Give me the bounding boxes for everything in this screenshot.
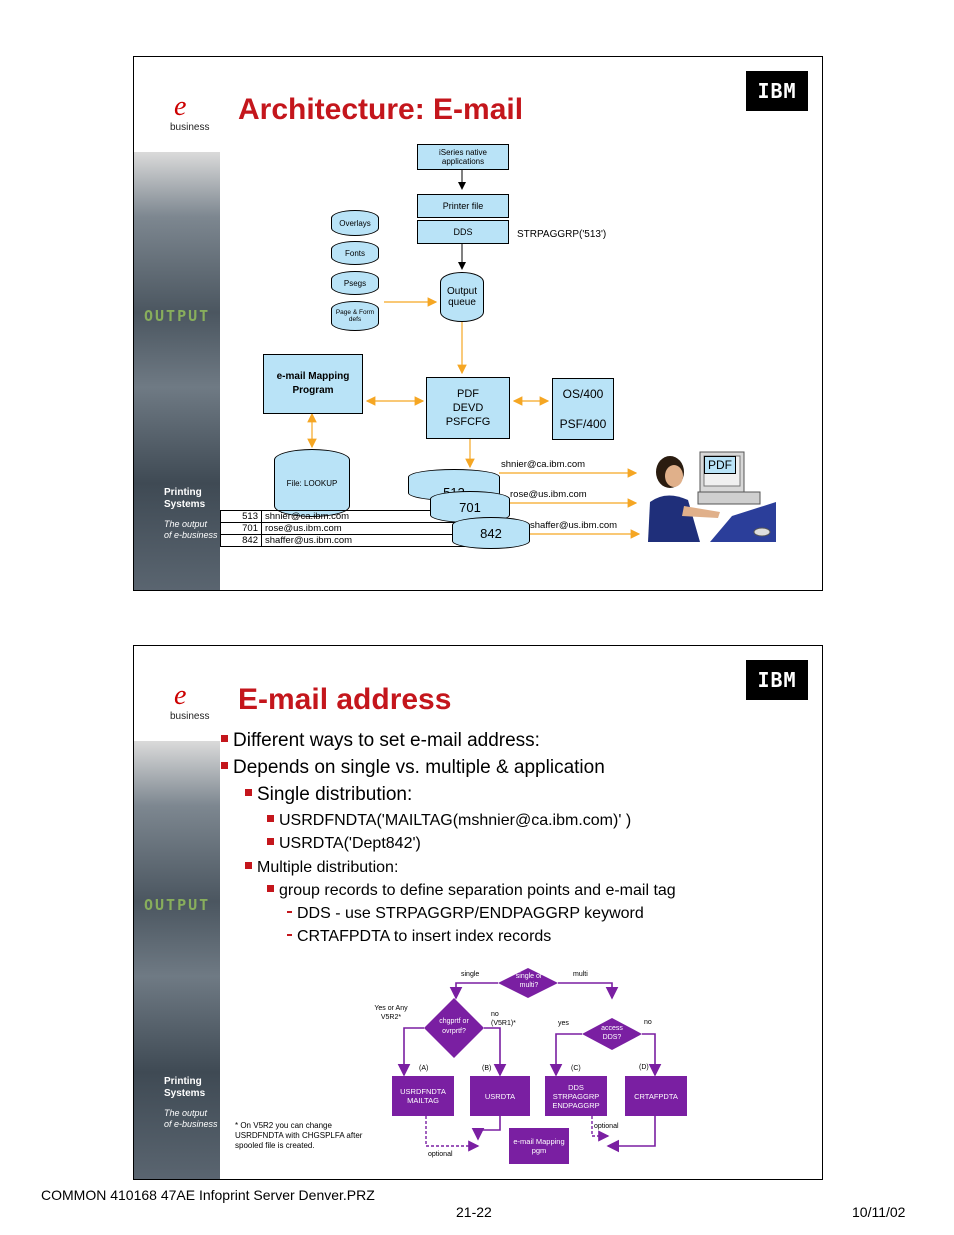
email-label-3: shaffer@us.ibm.com [530,520,618,531]
bullet-7: group records to define separation point… [267,882,676,900]
output-graphic-text: OUTPUT [144,307,211,325]
decision-single-or-multi: single or multi? [515,973,543,989]
strpaggrp-label: STRPAGGRP('513') [517,229,607,240]
usrdfndta-mailtag-box: USRDFNDTA MAILTAG [392,1076,454,1116]
email-mapping-pgm-box: e-mail Mapping pgm [509,1128,569,1164]
bullet-3: Single distribution: [245,784,412,806]
usrdta-box: USRDTA [470,1076,530,1116]
decision-access-dds: access DDS? [601,1025,623,1041]
architecture-connectors [307,169,641,539]
slide-title: Architecture: E-mail [238,93,524,126]
dds-strpaggrp-box: DDS STRPAGGRP ENDPAGGRP [545,1076,607,1116]
bullet-2: Depends on single vs. multiple & applica… [221,757,605,779]
output-queue-cylinder: Output queue [440,272,484,322]
optional-label-2: optional [594,1123,619,1130]
output-graphic-text: OUTPUT [144,896,211,914]
multi-label: multi [573,971,588,978]
bullet-9: CRTAFPDTA to insert index records [287,928,551,946]
business-label: business [170,711,210,722]
business-label: business [170,122,210,133]
bullet-1: Different ways to set e-mail address: [221,730,540,752]
footer-page-number: 21-22 [456,1204,492,1220]
user-at-computer-illustration: PDF [640,446,778,542]
label-c: (C) [571,1065,581,1072]
fonts-cylinder: Fonts [331,241,379,265]
bullet-5: USRDTA('Dept842') [267,835,421,853]
ibm-logo: IBM [746,71,808,111]
crtafpdta-box: CRTAFPDTA [625,1076,687,1116]
iseries-native-apps-box: iSeries native applications [417,144,509,170]
v5r2-footnote: * On V5R2 you can change USRDFNDTA with … [235,1121,363,1150]
email-label-1: shnier@ca.ibm.com [501,459,586,470]
email-mapping-program-box: e-mail Mapping Program [263,354,363,414]
lookup-file-cylinder: File: LOOKUP [274,449,350,517]
single-label: single [461,971,480,978]
label-b: (B) [482,1065,492,1072]
dds-box: DDS [417,220,509,244]
overlays-cylinder: Overlays [331,210,379,236]
pdf-screen-label: PDF [704,456,736,474]
e-business-logo: e [174,91,187,122]
bullet-6: Multiple distribution: [245,859,398,877]
slide-title: E-mail address [238,683,452,716]
yes-label: yes [558,1020,569,1027]
ibm-logo: IBM [746,660,808,700]
bullet-8: DDS - use STRPAGGRP/ENDPAGGRP keyword [287,905,644,923]
no-label: no [644,1019,652,1026]
yes-any-v5r2-label: Yes or Any V5R2* [374,1005,408,1021]
distribution-flowchart [397,968,662,1153]
e-business-logo: e [174,680,187,711]
label-a: (A) [419,1065,429,1072]
no-v5r1-label: no (V5R1)* [491,1011,516,1027]
page-form-defs-cylinder: Page & Form defs [331,301,379,331]
email-label-2: rose@us.ibm.com [510,489,587,500]
footer-date: 10/11/02 [852,1204,906,1220]
bullet-4: USRDFNDTA('MAILTAG(mshnier@ca.ibm.com)' … [267,812,631,830]
decision-chgprtf-ovrprtf: chgprtf or ovrprtf? [439,1018,469,1035]
spool-842-cylinder: 842 [452,517,530,549]
footer-filename: COMMON 410168 47AE Infoprint Server Denv… [41,1187,375,1203]
optional-label-1: optional [428,1151,453,1158]
printer-file-box: Printer file [417,194,509,218]
label-d: (D) [639,1064,649,1071]
psegs-cylinder: Psegs [331,271,379,295]
